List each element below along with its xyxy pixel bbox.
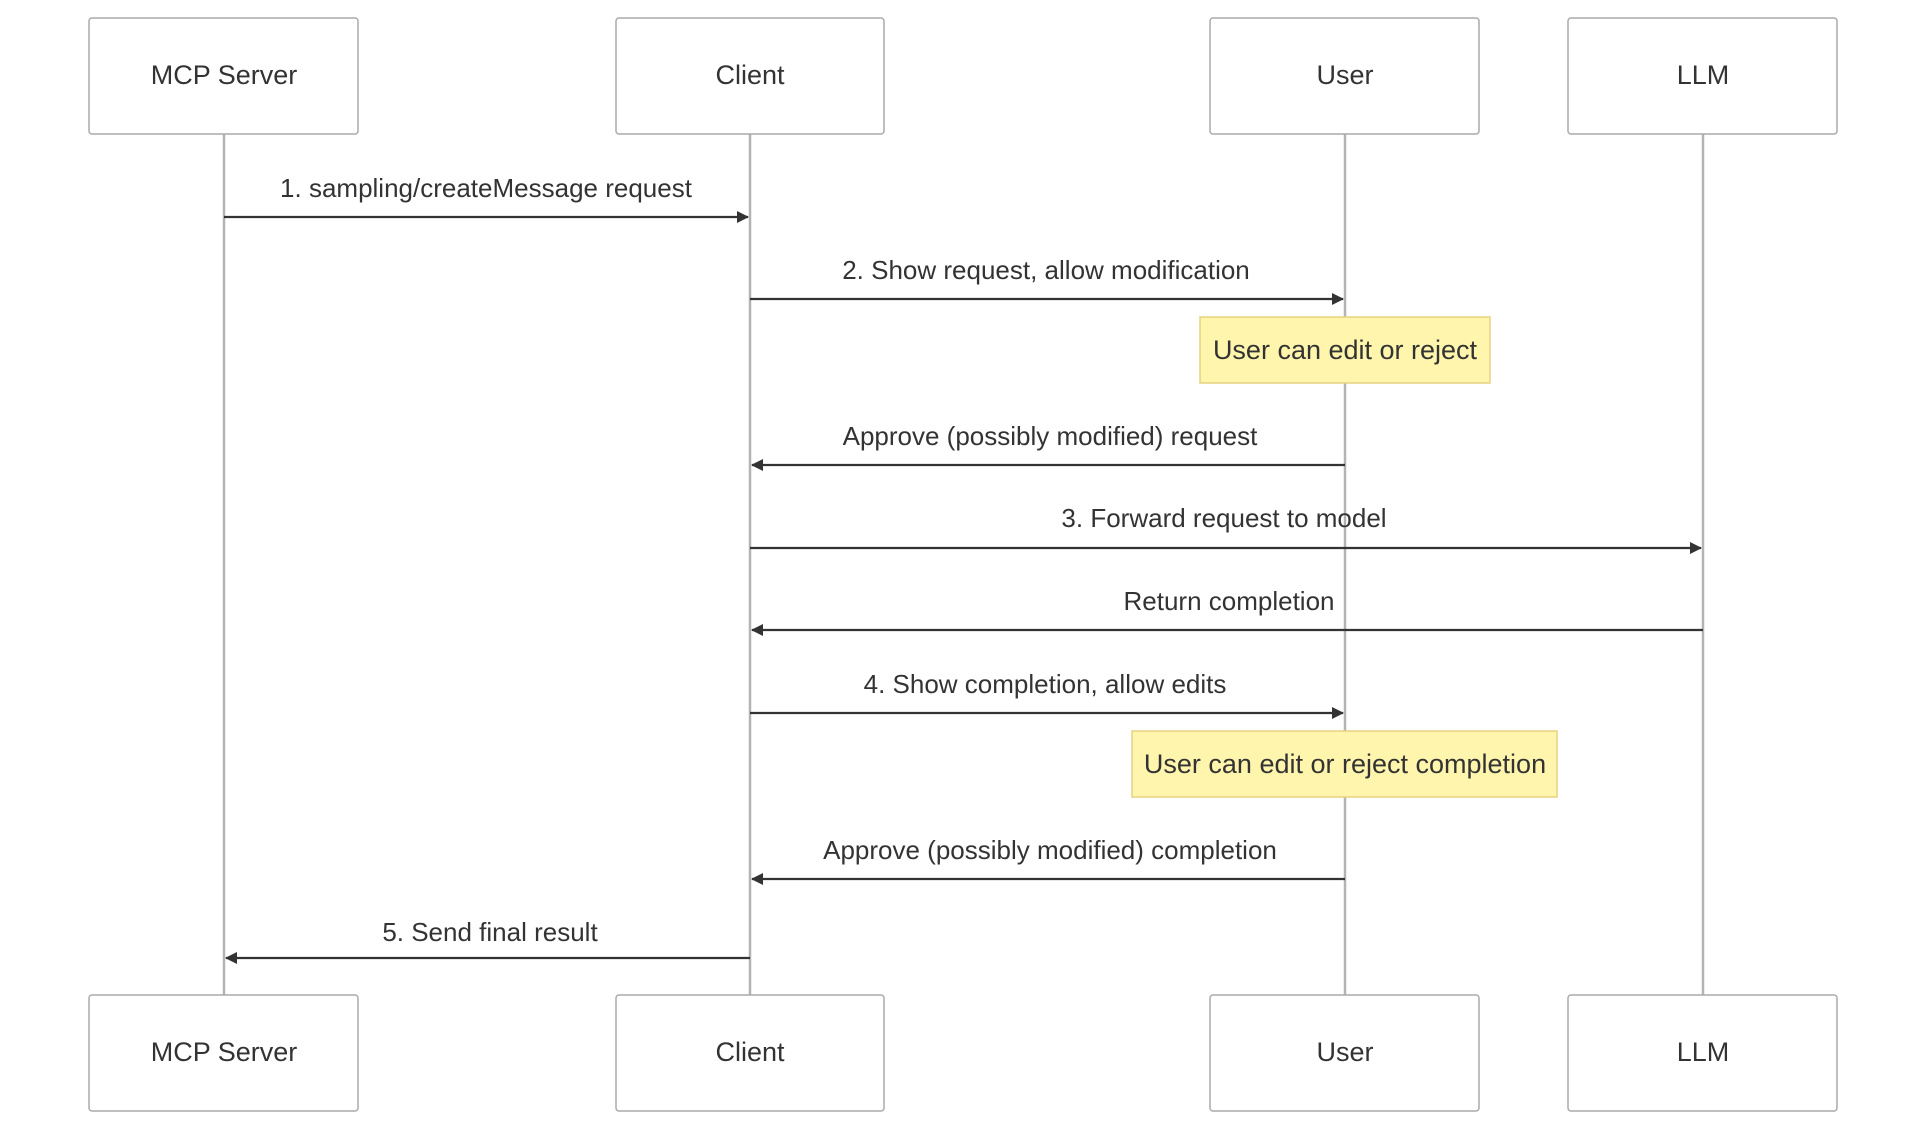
note-edit-or-reject-completion: User can edit or reject completion	[1131, 730, 1558, 798]
notes: User can edit or reject User can edit or…	[1131, 316, 1558, 798]
message-label: Approve (possibly modified) request	[843, 421, 1259, 451]
message-label: Return completion	[1124, 586, 1335, 616]
message-4: 3. Forward request to model	[750, 503, 1702, 554]
message-1: 1. sampling/createMessage request	[224, 173, 749, 223]
message-2: 2. Show request, allow modification	[750, 255, 1344, 305]
message-6: 4. Show completion, allow edits	[750, 669, 1344, 719]
message-label: 2. Show request, allow modification	[842, 255, 1250, 285]
participant-llm-bottom: LLM	[1567, 994, 1838, 1112]
participant-user-bottom: User	[1209, 994, 1480, 1112]
participant-label: Client	[715, 1037, 785, 1067]
participant-llm-top: LLM	[1567, 17, 1838, 135]
participant-user-top: User	[1209, 17, 1480, 135]
participant-client-top: Client	[615, 17, 885, 135]
participant-client-bottom: Client	[615, 994, 885, 1112]
participant-label: User	[1316, 1037, 1373, 1067]
message-label: Approve (possibly modified) completion	[823, 835, 1277, 865]
participant-label: User	[1316, 60, 1373, 90]
message-label: 3. Forward request to model	[1061, 503, 1386, 533]
participant-mcp-server-bottom: MCP Server	[88, 994, 359, 1112]
participant-label: LLM	[1677, 1037, 1730, 1067]
message-label: 1. sampling/createMessage request	[280, 173, 693, 203]
participants-top: MCP Server Client User LLM	[88, 17, 1838, 135]
participant-label: Client	[715, 60, 785, 90]
messages: 1. sampling/createMessage request 2. Sho…	[224, 173, 1703, 964]
participant-mcp-server-top: MCP Server	[88, 17, 359, 135]
message-label: 5. Send final result	[382, 917, 598, 947]
note-edit-or-reject: User can edit or reject	[1199, 316, 1491, 384]
lifelines	[222, 134, 1705, 995]
message-7: Approve (possibly modified) completion	[751, 835, 1345, 885]
participant-label: MCP Server	[151, 1037, 298, 1067]
message-8: 5. Send final result	[225, 917, 750, 964]
participant-label: LLM	[1677, 60, 1730, 90]
participant-label: MCP Server	[151, 60, 298, 90]
note-label: User can edit or reject completion	[1144, 749, 1546, 779]
message-5: Return completion	[751, 586, 1703, 636]
note-label: User can edit or reject	[1213, 335, 1478, 365]
message-label: 4. Show completion, allow edits	[864, 669, 1227, 699]
message-3: Approve (possibly modified) request	[751, 421, 1345, 471]
participants-bottom: MCP Server Client User LLM	[88, 994, 1838, 1112]
